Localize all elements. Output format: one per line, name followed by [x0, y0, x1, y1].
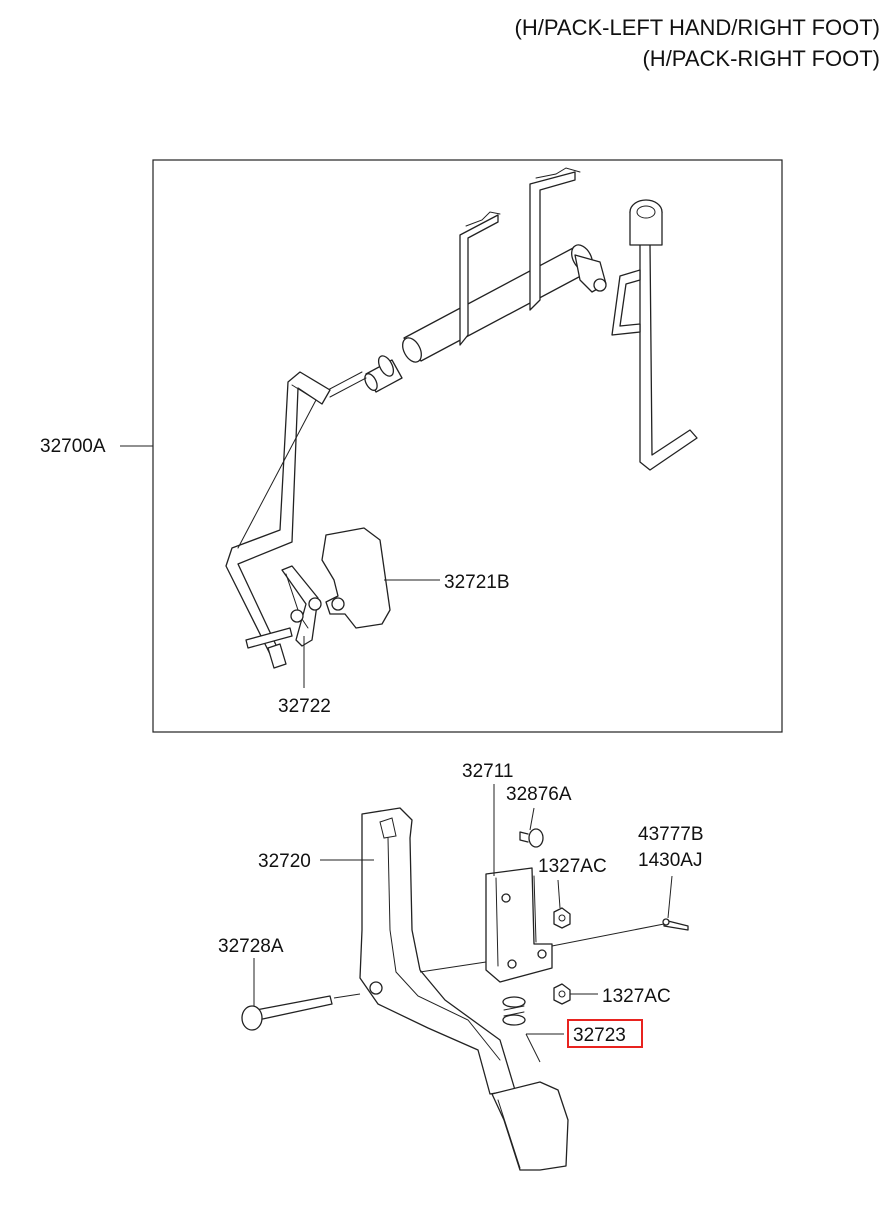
accelerator-rod-assembly — [225, 167, 698, 669]
label-1327AC-upper: 1327AC — [538, 856, 607, 877]
label-32876A: 32876A — [506, 784, 572, 805]
label-32722: 32722 — [278, 696, 331, 717]
label-1430AJ: 1430AJ — [638, 850, 702, 871]
pedal-arm-32720 — [359, 807, 569, 1171]
highlight-box-32723 — [567, 1019, 643, 1048]
bolt-32728A — [241, 995, 333, 1031]
header-line-1: (H/PACK-LEFT HAND/RIGHT FOOT) — [515, 15, 880, 40]
bracket-32711 — [485, 867, 553, 983]
clip-32722 — [281, 565, 322, 647]
nut-1327AC-upper — [553, 907, 571, 929]
leader-lines — [120, 445, 673, 1063]
label-32711: 32711 — [462, 761, 513, 782]
pin-43777B-1430AJ — [662, 918, 689, 931]
label-1327AC-lower: 1327AC — [602, 986, 671, 1007]
label-43777B: 43777B — [638, 824, 704, 845]
bolt-32876A — [519, 828, 544, 848]
header-line-2: (H/PACK-RIGHT FOOT) — [642, 46, 880, 71]
label-32723[interactable]: 32723 — [573, 1025, 626, 1046]
spring-32723 — [502, 996, 526, 1026]
label-32700A: 32700A — [40, 436, 106, 457]
label-32720: 32720 — [258, 851, 311, 872]
nut-1327AC-lower — [553, 983, 571, 1005]
pedal-pad-32721B — [321, 527, 391, 629]
label-32721B: 32721B — [444, 572, 510, 593]
label-32728A: 32728A — [218, 936, 284, 957]
